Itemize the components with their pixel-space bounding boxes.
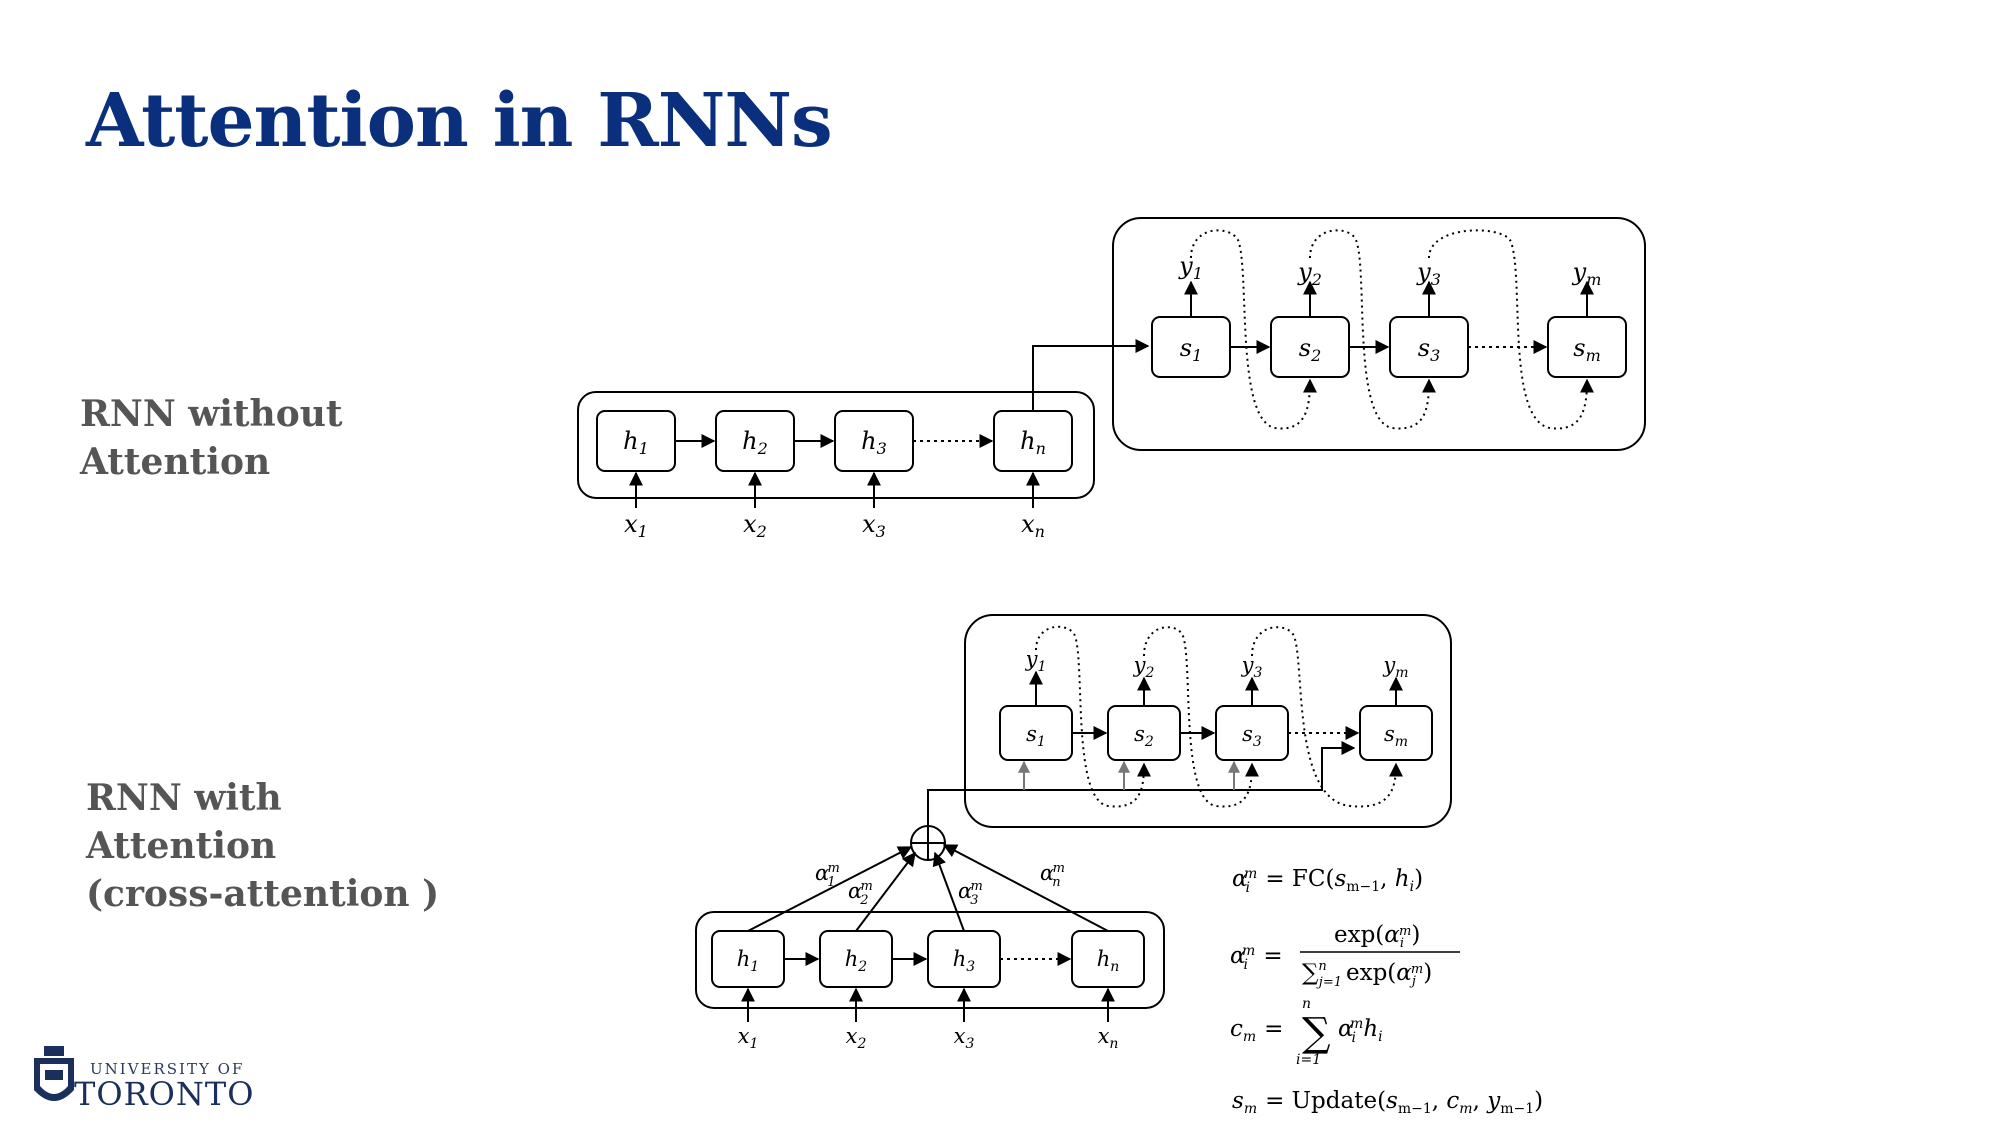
label-h1: h1 bbox=[737, 947, 759, 975]
label-h3: h3 bbox=[861, 427, 887, 458]
label-xn: xn bbox=[1021, 510, 1045, 541]
label-y2: y2 bbox=[1297, 258, 1322, 289]
label-alpha2: α2m bbox=[848, 879, 873, 908]
label-s2: s2 bbox=[1134, 722, 1154, 750]
label-ym: ym bbox=[1382, 653, 1408, 681]
label-x1: x1 bbox=[624, 510, 648, 541]
label-x1: x1 bbox=[738, 1024, 759, 1052]
sum-lower-limit: i=1 bbox=[1296, 1052, 1321, 1068]
equation-score: αim= FC(sm−1, hi) bbox=[1232, 866, 1423, 896]
sum-term: αimhi bbox=[1338, 1016, 1383, 1046]
sum-symbol: ∑ bbox=[1302, 1010, 1331, 1056]
label-h3: h3 bbox=[953, 947, 976, 975]
label-x3: x3 bbox=[954, 1024, 975, 1052]
logo-line2: TORONTO bbox=[74, 1075, 255, 1113]
slide-title: Attention in RNNs bbox=[86, 78, 833, 164]
label-hn: hn bbox=[1020, 427, 1046, 458]
label-s1: s1 bbox=[1026, 722, 1046, 750]
label-x2: x2 bbox=[743, 510, 767, 541]
equation-softmax-numerator: exp(αim) bbox=[1334, 922, 1420, 951]
label-h1: h1 bbox=[623, 427, 649, 458]
label-x3: x3 bbox=[862, 510, 886, 541]
crest-icon bbox=[34, 1046, 74, 1101]
encoder-container bbox=[695, 911, 1165, 1009]
label-x2: x2 bbox=[846, 1024, 867, 1052]
decoder-container bbox=[1112, 217, 1646, 451]
equation-softmax: αim= bbox=[1230, 943, 1283, 973]
logo-line1: UNIVERSITY OF bbox=[90, 1060, 245, 1078]
label-xn: xn bbox=[1098, 1024, 1119, 1052]
label-ym: ym bbox=[1572, 258, 1602, 289]
label-s3: s3 bbox=[1242, 722, 1262, 750]
equation-context: cm= bbox=[1230, 1016, 1283, 1045]
label-rnn-with-attention: RNN with Attention (cross-attention ) bbox=[86, 777, 440, 915]
label-y1: y1 bbox=[1025, 647, 1047, 675]
label-y2: y2 bbox=[1133, 653, 1155, 681]
diagram-rnn-with-attention bbox=[695, 614, 1452, 1022]
equation-update: sm= Update(sm−1, cm, ym−1) bbox=[1232, 1088, 1543, 1117]
label-y1: y1 bbox=[1178, 252, 1203, 283]
label-sm: sm bbox=[1384, 722, 1408, 750]
encoder-container bbox=[577, 391, 1095, 499]
label-y3: y3 bbox=[1241, 653, 1263, 681]
label-rnn-without-attention: RNN without Attention bbox=[80, 393, 343, 483]
decoder-container bbox=[964, 614, 1452, 828]
label-sm: sm bbox=[1573, 334, 1601, 365]
diagram-rnn-without-attention bbox=[577, 217, 1646, 508]
label-h2: h2 bbox=[845, 947, 868, 975]
label-s1: s1 bbox=[1180, 334, 1203, 365]
sum-upper-limit: n bbox=[1302, 996, 1311, 1012]
label-hn: hn bbox=[1097, 947, 1120, 975]
decoder-box-sm bbox=[1359, 705, 1433, 761]
label-y3: y3 bbox=[1416, 258, 1441, 289]
label-s2: s2 bbox=[1299, 334, 1322, 365]
label-h2: h2 bbox=[742, 427, 768, 458]
label-alphan: αnm bbox=[1040, 861, 1065, 890]
label-alpha3: α3m bbox=[958, 879, 983, 908]
bottom-diagram-labels: h1 h2 h3 hn x1 x2 x3 xn s1 s2 s3 sm y1 y… bbox=[737, 647, 1409, 1052]
label-s3: s3 bbox=[1418, 334, 1441, 365]
